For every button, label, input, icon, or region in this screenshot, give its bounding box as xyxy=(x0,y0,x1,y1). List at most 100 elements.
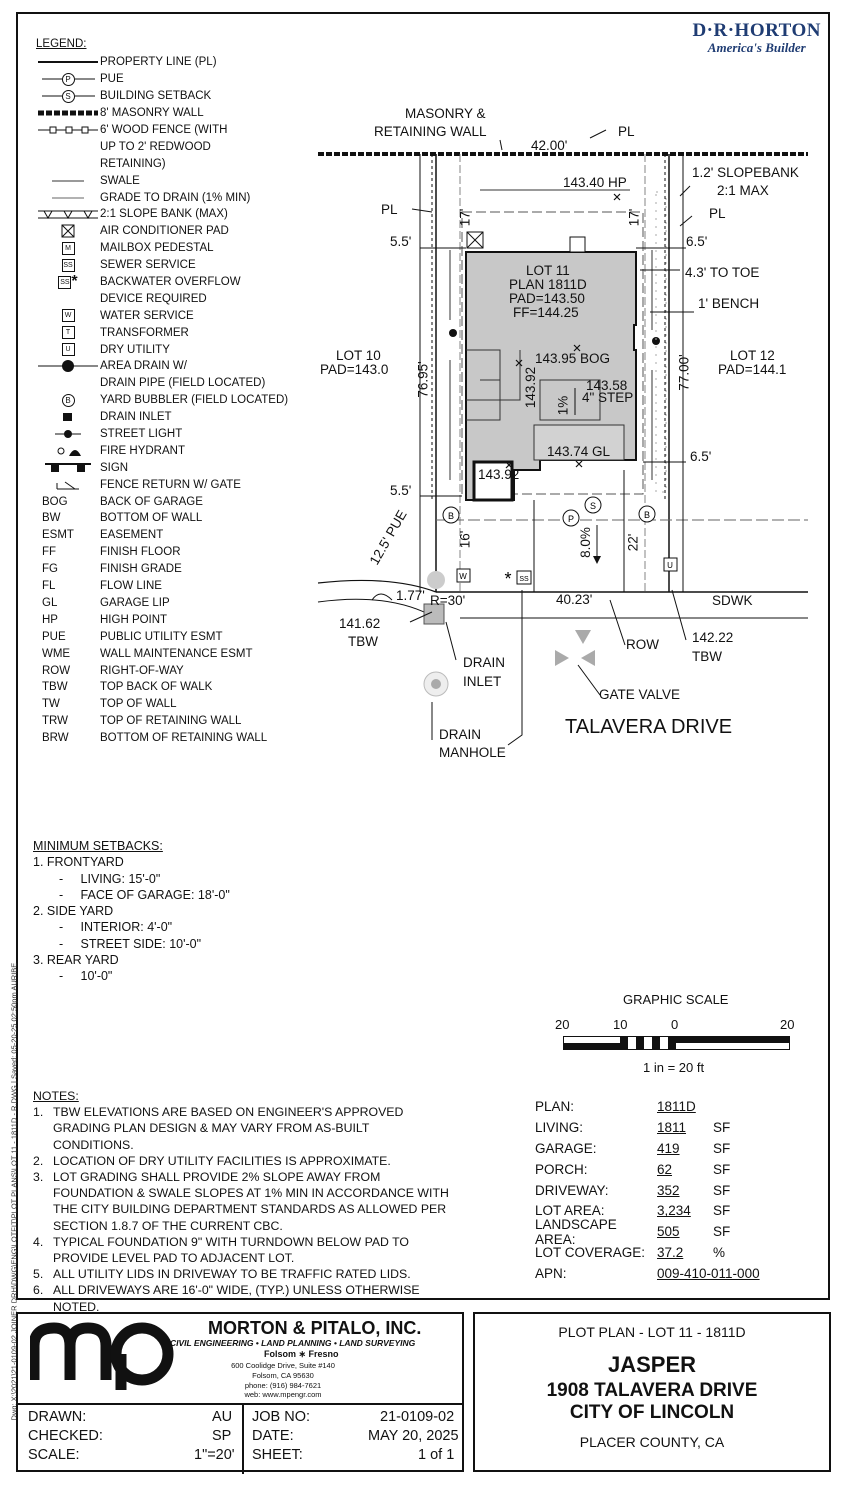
legend-row: DEVICE REQUIRED xyxy=(36,290,326,307)
stat-unit: SF xyxy=(713,1182,731,1198)
abbreviation-meaning: BOTTOM OF WALL xyxy=(100,512,203,525)
project-address: 1908 TALAVERA DRIVE xyxy=(546,1380,758,1401)
legend-row: GRADE TO DRAIN (1% MIN) xyxy=(36,189,326,206)
firm-phone: phone: (916) 984-7621 xyxy=(244,1380,322,1390)
legend-symbol: M xyxy=(36,241,100,255)
legend-row: 6' WOOD FENCE (WITH xyxy=(36,122,326,139)
drawn-label: DRAWN: xyxy=(28,1409,87,1425)
legend-symbol xyxy=(36,194,100,202)
corner-elev-label: 143.92 xyxy=(478,467,520,482)
legend-symbol xyxy=(36,359,100,373)
project-city: CITY OF LINCOLN xyxy=(569,1402,735,1423)
dim-22: 22' xyxy=(625,533,641,552)
abbreviation: ROW xyxy=(42,664,71,677)
stat-row: PLAN:1811D xyxy=(535,1096,776,1117)
note-number: 3. xyxy=(33,1170,44,1185)
legend-row: UP TO 2' REDWOOD xyxy=(36,138,326,155)
stat-value: 37.2 xyxy=(657,1245,684,1261)
note-text: TYPICAL FOUNDATION 9" WITH TURNDOWN BELO… xyxy=(53,1234,409,1266)
ff-label: FF=144.25 xyxy=(513,305,579,320)
masonry-label-2: RETAINING WALL xyxy=(374,124,487,139)
legend-label: MAILBOX PEDESTAL xyxy=(100,242,214,255)
tbw-right-label: TBW xyxy=(692,649,722,664)
lot12-label: LOT 12 xyxy=(730,348,775,363)
scale-title: GRAPHIC SCALE xyxy=(623,992,729,1007)
front-setback-left: 5.5' xyxy=(390,483,412,498)
legend-label: BUILDING SETBACK xyxy=(100,90,212,103)
legend-symbol xyxy=(36,427,100,441)
svg-text:SS: SS xyxy=(519,576,529,583)
legend-symbol xyxy=(36,126,100,134)
svg-text:B: B xyxy=(448,511,454,521)
legend-row: FIRE HYDRANT xyxy=(36,442,326,459)
stat-label: LIVING: xyxy=(535,1119,584,1135)
slope-8-label: 8.0% xyxy=(577,527,593,558)
firm-contact: 600 Coolidge Drive, Suite #140 Folsom, C… xyxy=(208,1361,358,1400)
legend-symbol: T xyxy=(36,326,100,340)
lot12-pad: PAD=144.1 xyxy=(718,362,787,377)
setback-living: LIVING: 15'-0" xyxy=(80,871,161,886)
stat-label: LANDSCAPE AREA: xyxy=(535,1216,617,1247)
stat-label: PORCH: xyxy=(535,1161,588,1177)
legend-label: YARD BUBBLER (FIELD LOCATED) xyxy=(100,394,289,407)
setback-rearyard: 3. REAR YARD xyxy=(33,953,119,968)
legend-row: 2:1 SLOPE BANK (MAX) xyxy=(36,206,326,223)
legend-symbol: SS xyxy=(36,258,100,272)
right-depth-dim: 77.00' xyxy=(676,354,692,391)
legend-symbol xyxy=(36,224,100,238)
scale-value: 1"=20' xyxy=(194,1447,235,1463)
dr-horton-logo: D·R·HORTON America's Builder xyxy=(692,20,821,56)
street-name-label: TALAVERA DRIVE xyxy=(565,716,733,738)
plot-plan-title: PLOT PLAN - LOT 11 - 1811D xyxy=(558,1324,746,1340)
rear-width-dim: 42.00' xyxy=(531,138,568,153)
legend-row: AREA DRAIN W/ xyxy=(36,358,326,375)
drain-manhole-label-1: DRAIN xyxy=(439,727,482,742)
firm-name: MORTON & PITALO, INC. xyxy=(208,1318,422,1338)
step-label: 4" STEP xyxy=(582,390,634,405)
note-text: ALL UTILITY LIDS IN DRIVEWAY TO BE TRAFF… xyxy=(53,1267,411,1282)
note-number: 5. xyxy=(33,1267,44,1282)
legend-row: RETAINING) xyxy=(36,155,326,172)
setback-interior-row: - INTERIOR: 4'-0" xyxy=(59,920,173,935)
firm-city: Folsom, CA 95630 xyxy=(252,1370,314,1380)
setback-street-row: - STREET SIDE: 10'-0" xyxy=(59,936,202,951)
scale-tick-0: 0 xyxy=(671,1017,679,1032)
setback-17-right: 17' xyxy=(626,208,642,227)
logo-name: D·R·HORTON xyxy=(692,20,821,41)
legend-symbol: S xyxy=(36,89,100,103)
note-item: 5. ALL UTILITY LIDS IN DRIVEWAY TO BE TRA… xyxy=(33,1266,453,1282)
side-elev-label: 143.92 xyxy=(523,366,539,409)
drawing-info-grid: DRAWN: AU CHECKED: SP SCALE: 1"=20' JOB … xyxy=(18,1403,462,1474)
legend-label: DRY UTILITY xyxy=(100,343,170,356)
mp-logo xyxy=(30,1322,174,1390)
legend-row: PROPERTY LINE (PL) xyxy=(36,54,326,71)
legend-label: PROPERTY LINE (PL) xyxy=(100,56,217,69)
project-county: PLACER COUNTY, CA xyxy=(579,1434,725,1450)
legend-symbol xyxy=(36,209,100,220)
legend-symbol xyxy=(36,479,100,491)
drain-inlet-label-1: DRAIN xyxy=(463,655,506,670)
legend-label: SIGN xyxy=(100,461,129,474)
stat-label: PLAN: xyxy=(535,1098,575,1114)
legend-label: AIR CONDITIONER PAD xyxy=(100,225,229,238)
slope-1-label: 1% xyxy=(555,395,571,416)
row-label: ROW xyxy=(626,637,659,652)
legend-row: SIGN xyxy=(36,459,326,476)
dim-16: 16' xyxy=(457,530,473,549)
legend-label: SWALE xyxy=(100,174,140,187)
firm-offices: Folsom ∗ Fresno xyxy=(264,1349,339,1359)
job-value: 21-0109-02 xyxy=(380,1409,455,1425)
legend-label: STREET LIGHT xyxy=(100,428,183,441)
setbacks-title: MINIMUM SETBACKS: xyxy=(33,839,163,853)
legend-label: 8' MASONRY WALL xyxy=(100,107,204,120)
note-text: TBW ELEVATIONS ARE BASED ON ENGINEER'S A… xyxy=(53,1105,404,1152)
drawn-value: AU xyxy=(212,1409,233,1425)
